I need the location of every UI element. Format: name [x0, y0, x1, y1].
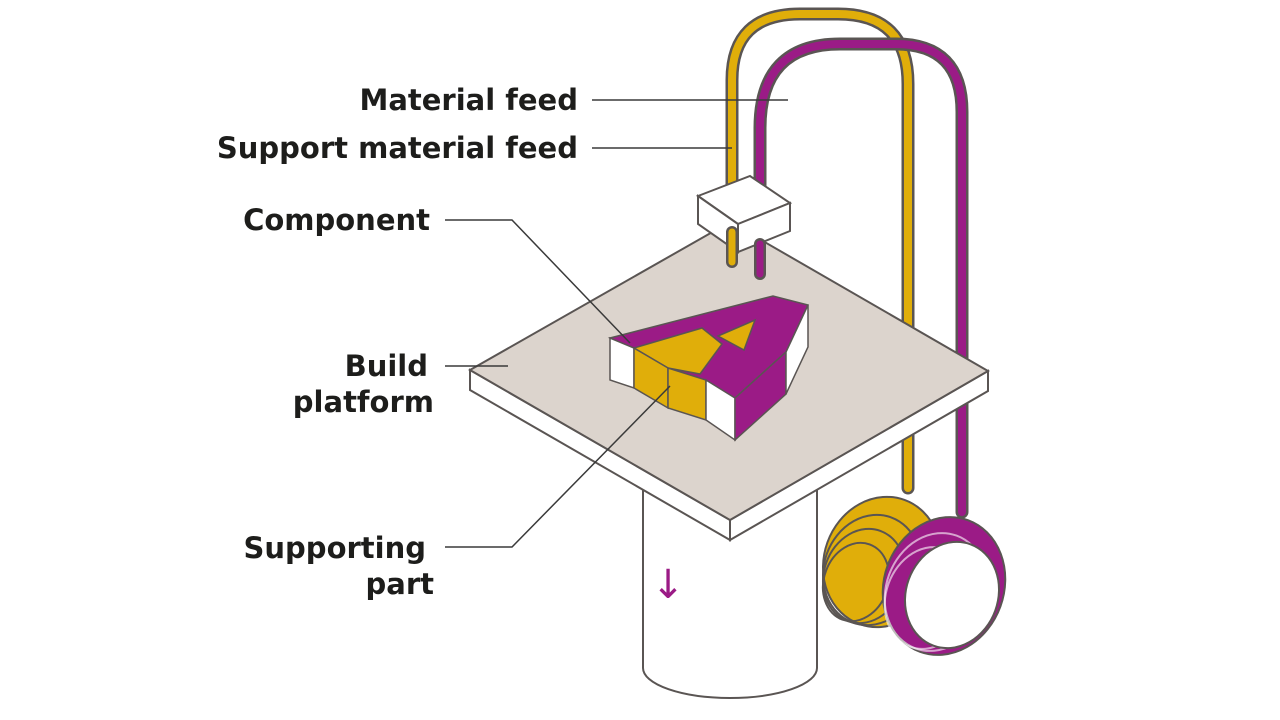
- material-feed-tube: [725, 7, 915, 495]
- label-material-feed: Material feed: [359, 83, 578, 117]
- label-build-platform-line2: platform: [293, 385, 434, 419]
- leader-lines: [445, 99, 788, 548]
- support-material-spool: [881, 516, 1007, 656]
- labels: Material feed Support material feed Comp…: [217, 83, 578, 601]
- support-material-feed-tube: [753, 37, 969, 519]
- label-support-material-feed: Support material feed: [217, 131, 578, 165]
- leader-supporting-part: [445, 385, 671, 548]
- label-component: Component: [243, 203, 430, 237]
- leader-component: [445, 219, 631, 344]
- label-supporting-part-line1: Supporting: [244, 531, 426, 565]
- label-supporting-part-line2: part: [366, 567, 435, 601]
- downward-arrow-icon: ↓: [651, 562, 685, 608]
- label-build-platform-line1: Build: [345, 349, 428, 383]
- supporting-part-cylinder: ↓: [642, 469, 818, 699]
- component-block: [607, 295, 810, 442]
- print-head: [695, 174, 793, 280]
